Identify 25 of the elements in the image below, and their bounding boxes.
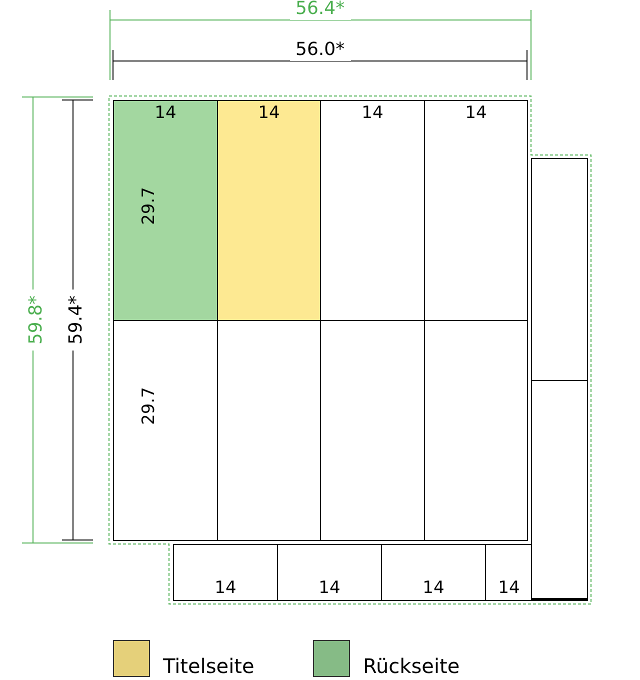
dimension-label: 14 [360, 103, 384, 123]
legend-label: Rückseite [363, 654, 460, 678]
dimension-label: 56.4* [290, 0, 351, 20]
dimension-label: 14 [422, 578, 446, 598]
dimension-label: 14 [318, 578, 342, 598]
fold-panel [531, 158, 588, 381]
dimension-label: 14 [214, 578, 238, 598]
dimension-label: 14 [257, 103, 281, 123]
title-page-panel [217, 100, 321, 321]
page-panel [424, 320, 528, 541]
legend-label: Titelseite [163, 654, 254, 678]
dimension-label: 14 [154, 103, 178, 123]
page-panel [424, 100, 528, 321]
fold-panel [485, 544, 532, 601]
fold-panel [173, 544, 278, 601]
fold-panel [531, 380, 588, 601]
dimension-label: 29.7 [138, 387, 159, 425]
dimension-label: 29.7 [138, 187, 159, 225]
dimension-label: 14 [497, 578, 521, 598]
back-page-panel [113, 100, 218, 321]
page-panel [113, 320, 218, 541]
fold-panel [381, 544, 486, 601]
dimension-label: 56.0* [290, 39, 351, 61]
fold-panel [277, 544, 382, 601]
dimension-label: 14 [464, 103, 488, 123]
